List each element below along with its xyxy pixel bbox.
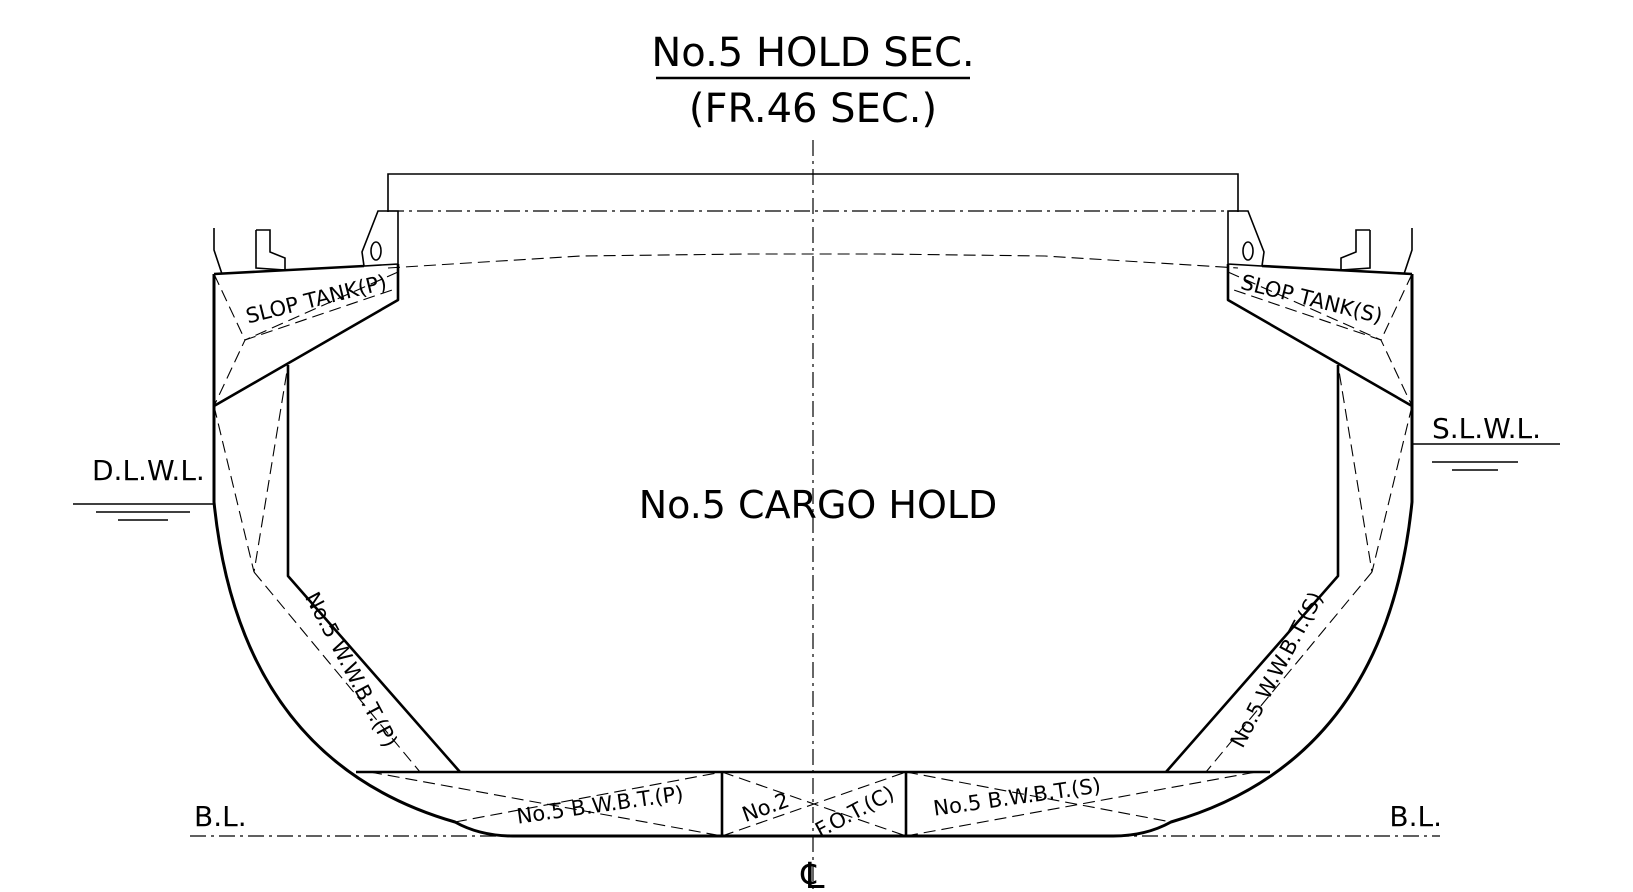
bottom-tank-stbd-label: No.5 B.W.B.T.(S) [932,773,1103,820]
inner-hull-port [286,365,461,773]
bottom-tank-port-label: No.5 B.W.B.T.(P) [515,781,685,828]
outer-hull [212,274,1414,838]
wing-tank-port-diagonals [213,364,421,773]
wing-tank-stbd-diagonals [1205,364,1413,773]
topside-tank-sloping-plate-stbd [1226,264,1413,408]
bottom-tank-diagonals [369,771,1257,837]
dlwl-label: D.L.W.L. [92,454,205,487]
baseline-label-left: B.L. [194,800,247,833]
upper-deck-stbd [1261,264,1413,276]
baseline-label-right: B.L. [1389,800,1442,833]
section-subtitle: (FR.46 SEC.) [689,86,937,132]
upper-deck [213,264,365,276]
centerline-symbol: ℄ [800,856,824,892]
coaming-bracket-port [361,210,399,267]
cargo-hold-label: No.5 CARGO HOLD [639,483,998,527]
inner-hull-stbd [1165,365,1340,773]
slop-tank-stbd-diagonals [1227,271,1413,407]
fot-center-label: F.O.T.(C) [811,781,898,842]
bulwark-stay-stbd [1340,228,1413,275]
section-title: No.5 HOLD SEC. [651,30,974,76]
wing-tank-port-label: No.5 W.W.B.T.(P) [300,588,402,751]
coaming-bracket-stbd [1227,210,1265,267]
slop-tank-port-label: SLOP TANK(P) [243,270,389,328]
slwl-label: S.L.W.L. [1432,412,1541,445]
hatch-coaming [387,173,1239,212]
deck-camber-line [387,253,1239,269]
wing-tank-stbd-label: No.5 W.W.B.T.(S) [1226,588,1328,752]
bulwark-stay-port [213,228,286,275]
slop-tank-port-diagonals [213,271,399,407]
topside-tank-sloping-plate-port [213,264,400,408]
